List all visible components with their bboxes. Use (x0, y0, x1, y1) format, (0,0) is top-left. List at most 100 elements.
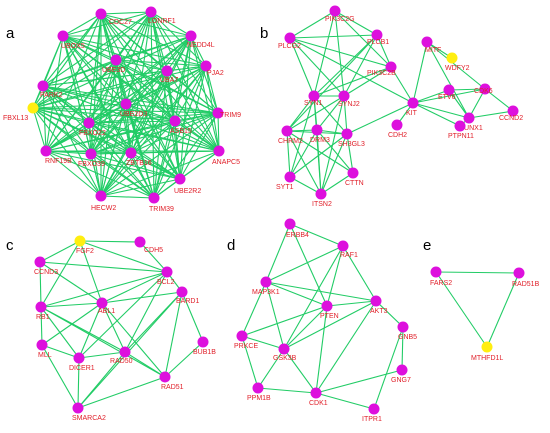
node-ccnd2 (507, 105, 519, 117)
edge-syt1-itsn2 (289, 176, 322, 195)
edge-pja2-trim9 (205, 65, 219, 114)
node-label-chrm2: CHRM2 (278, 138, 303, 145)
node-synj2 (338, 90, 350, 102)
edge-asb15-ube2r2 (174, 120, 181, 180)
edge-abl1-rad51 (101, 302, 166, 378)
node-mthfd1l (481, 341, 493, 353)
node-plcb1 (371, 29, 383, 41)
node-rad51 (159, 371, 171, 383)
edge-ubox5-ube2d3 (62, 35, 127, 105)
edge-ubox5-uba7 (62, 35, 168, 72)
edge-nedd4l-anapc5 (190, 35, 220, 152)
edge-rb1-abl1 (40, 302, 103, 308)
edge-fgf2-bcl2 (79, 240, 168, 273)
node-hecw2 (95, 190, 107, 202)
edge-erbb4-pten (289, 223, 328, 307)
edge-uba7-hecw2 (100, 70, 168, 197)
node-label-mll: MLL (38, 352, 52, 359)
edge-anapc5-hecw2 (100, 150, 220, 197)
node-gnb5 (397, 321, 409, 333)
edge-asb15-anapc5 (174, 120, 220, 152)
edge-plcg2-pik3c2b (289, 37, 392, 68)
edge-cdk1-itpr1 (315, 392, 375, 410)
edge-ube3d-uba7 (115, 59, 168, 72)
edge-drm3-cttn (316, 129, 354, 174)
edge-pja2-fbxo39 (90, 65, 207, 155)
node-label-fbxo39: FBXO39 (78, 161, 105, 168)
node-label-rad51: RAD51 (161, 384, 184, 391)
node-label-abl1: ABL1 (98, 308, 115, 315)
edge-abl1-mll (41, 302, 103, 346)
panel-letter-e: e (423, 237, 431, 254)
edge-pik3c2g-plcg2 (289, 10, 336, 39)
edge-rb1-mll (40, 306, 43, 346)
edge-rb1-rad51 (40, 306, 166, 378)
node-uba7 (161, 65, 173, 77)
edge-park2-rnf19b (42, 85, 47, 152)
edge-ube3d-fbxl13 (32, 59, 117, 109)
node-label-zbtb16: ZBTB16 (126, 160, 152, 167)
node-label-cdc27: CDC27 (109, 19, 132, 26)
edge-pik3c2b-syn1 (313, 66, 392, 97)
node-label-fars2: FARS2 (430, 280, 452, 287)
edge-fbxl13-ube2d3 (32, 103, 127, 109)
edge-raf1-pten (326, 245, 344, 307)
node-bub1b (197, 336, 209, 348)
edge-ube3d-asb15 (115, 59, 176, 122)
node-label-fgf2: FGF2 (76, 248, 94, 255)
edge-cdk1-gng7 (315, 369, 403, 394)
node-pik3c2b (385, 61, 397, 73)
node-label-fbxo22: FBXO22 (79, 130, 106, 137)
edge-lonrf1-ubox5 (62, 11, 152, 37)
node-ube3d (110, 54, 122, 66)
node-ube2d3 (120, 98, 132, 110)
edge-abl1-rad50 (101, 302, 126, 353)
node-label-fbxl13: FBXL13 (3, 115, 28, 122)
edge-cdk6-ccnd2 (484, 88, 514, 112)
edge-fbxl13-trim9 (32, 107, 219, 114)
edge-ube2d3-hecw2 (100, 103, 127, 197)
edge-mitf-cdk6 (426, 41, 486, 90)
edge-mll-dicer1 (41, 344, 80, 359)
edge-zbtb16-trim39 (130, 152, 155, 199)
edge-bcl2-rb1 (40, 271, 168, 308)
edge-nedd4l-uba7 (166, 35, 192, 72)
node-erbb4 (284, 218, 296, 230)
edge-ube3d-hecw2 (100, 59, 117, 197)
edge-pik3c2g-synj2 (334, 10, 345, 97)
edge-sh3gl3-itsn2 (320, 133, 348, 195)
edge-kit-ptpn11 (412, 102, 461, 127)
edge-syn1-syt1 (289, 95, 315, 178)
edge-zbtb16-ube2r2 (130, 152, 181, 180)
node-label-ube2r2: UBE2R2 (174, 188, 201, 195)
edge-rnf19b-trim39 (45, 150, 155, 199)
node-pten (321, 300, 333, 312)
node-fbxo39 (85, 148, 97, 160)
edge-akt3-gsk3b (283, 300, 377, 350)
edge-sh3gl3-cttn (346, 133, 354, 174)
edge-mll-smarca2 (41, 344, 79, 409)
edge-cdk6-etv6 (448, 88, 486, 91)
edge-nedd4l-pja2 (190, 35, 207, 67)
node-syt1 (284, 171, 296, 183)
node-label-dicer1: DICER1 (69, 365, 95, 372)
edge-ccnd3-rb1 (39, 261, 42, 308)
node-label-cdk6: CDK6 (474, 88, 493, 95)
node-chrm2 (281, 125, 293, 137)
node-label-rad51b: RAD51B (512, 281, 540, 288)
edge-raf1-gsk3b (283, 245, 344, 350)
node-plcg2 (284, 32, 296, 44)
node-label-itsn2: ITSN2 (312, 201, 332, 208)
nodes-b: PIK3C2GPLCG2PLCB1MITFWDFY2PIK3C2BCDK6ETV… (276, 5, 523, 208)
node-label-drm3: DRM3 (310, 137, 330, 144)
node-label-syn1: SYN1 (304, 100, 322, 107)
edge-fbxo22-hecw2 (88, 122, 102, 197)
edge-drm3-syt1 (289, 129, 318, 178)
node-nedd4l (185, 30, 197, 42)
node-label-bub1b: BUB1B (193, 349, 216, 356)
edge-bcl2-abl1 (101, 271, 168, 304)
edge-erbb4-map3k1 (265, 223, 291, 283)
